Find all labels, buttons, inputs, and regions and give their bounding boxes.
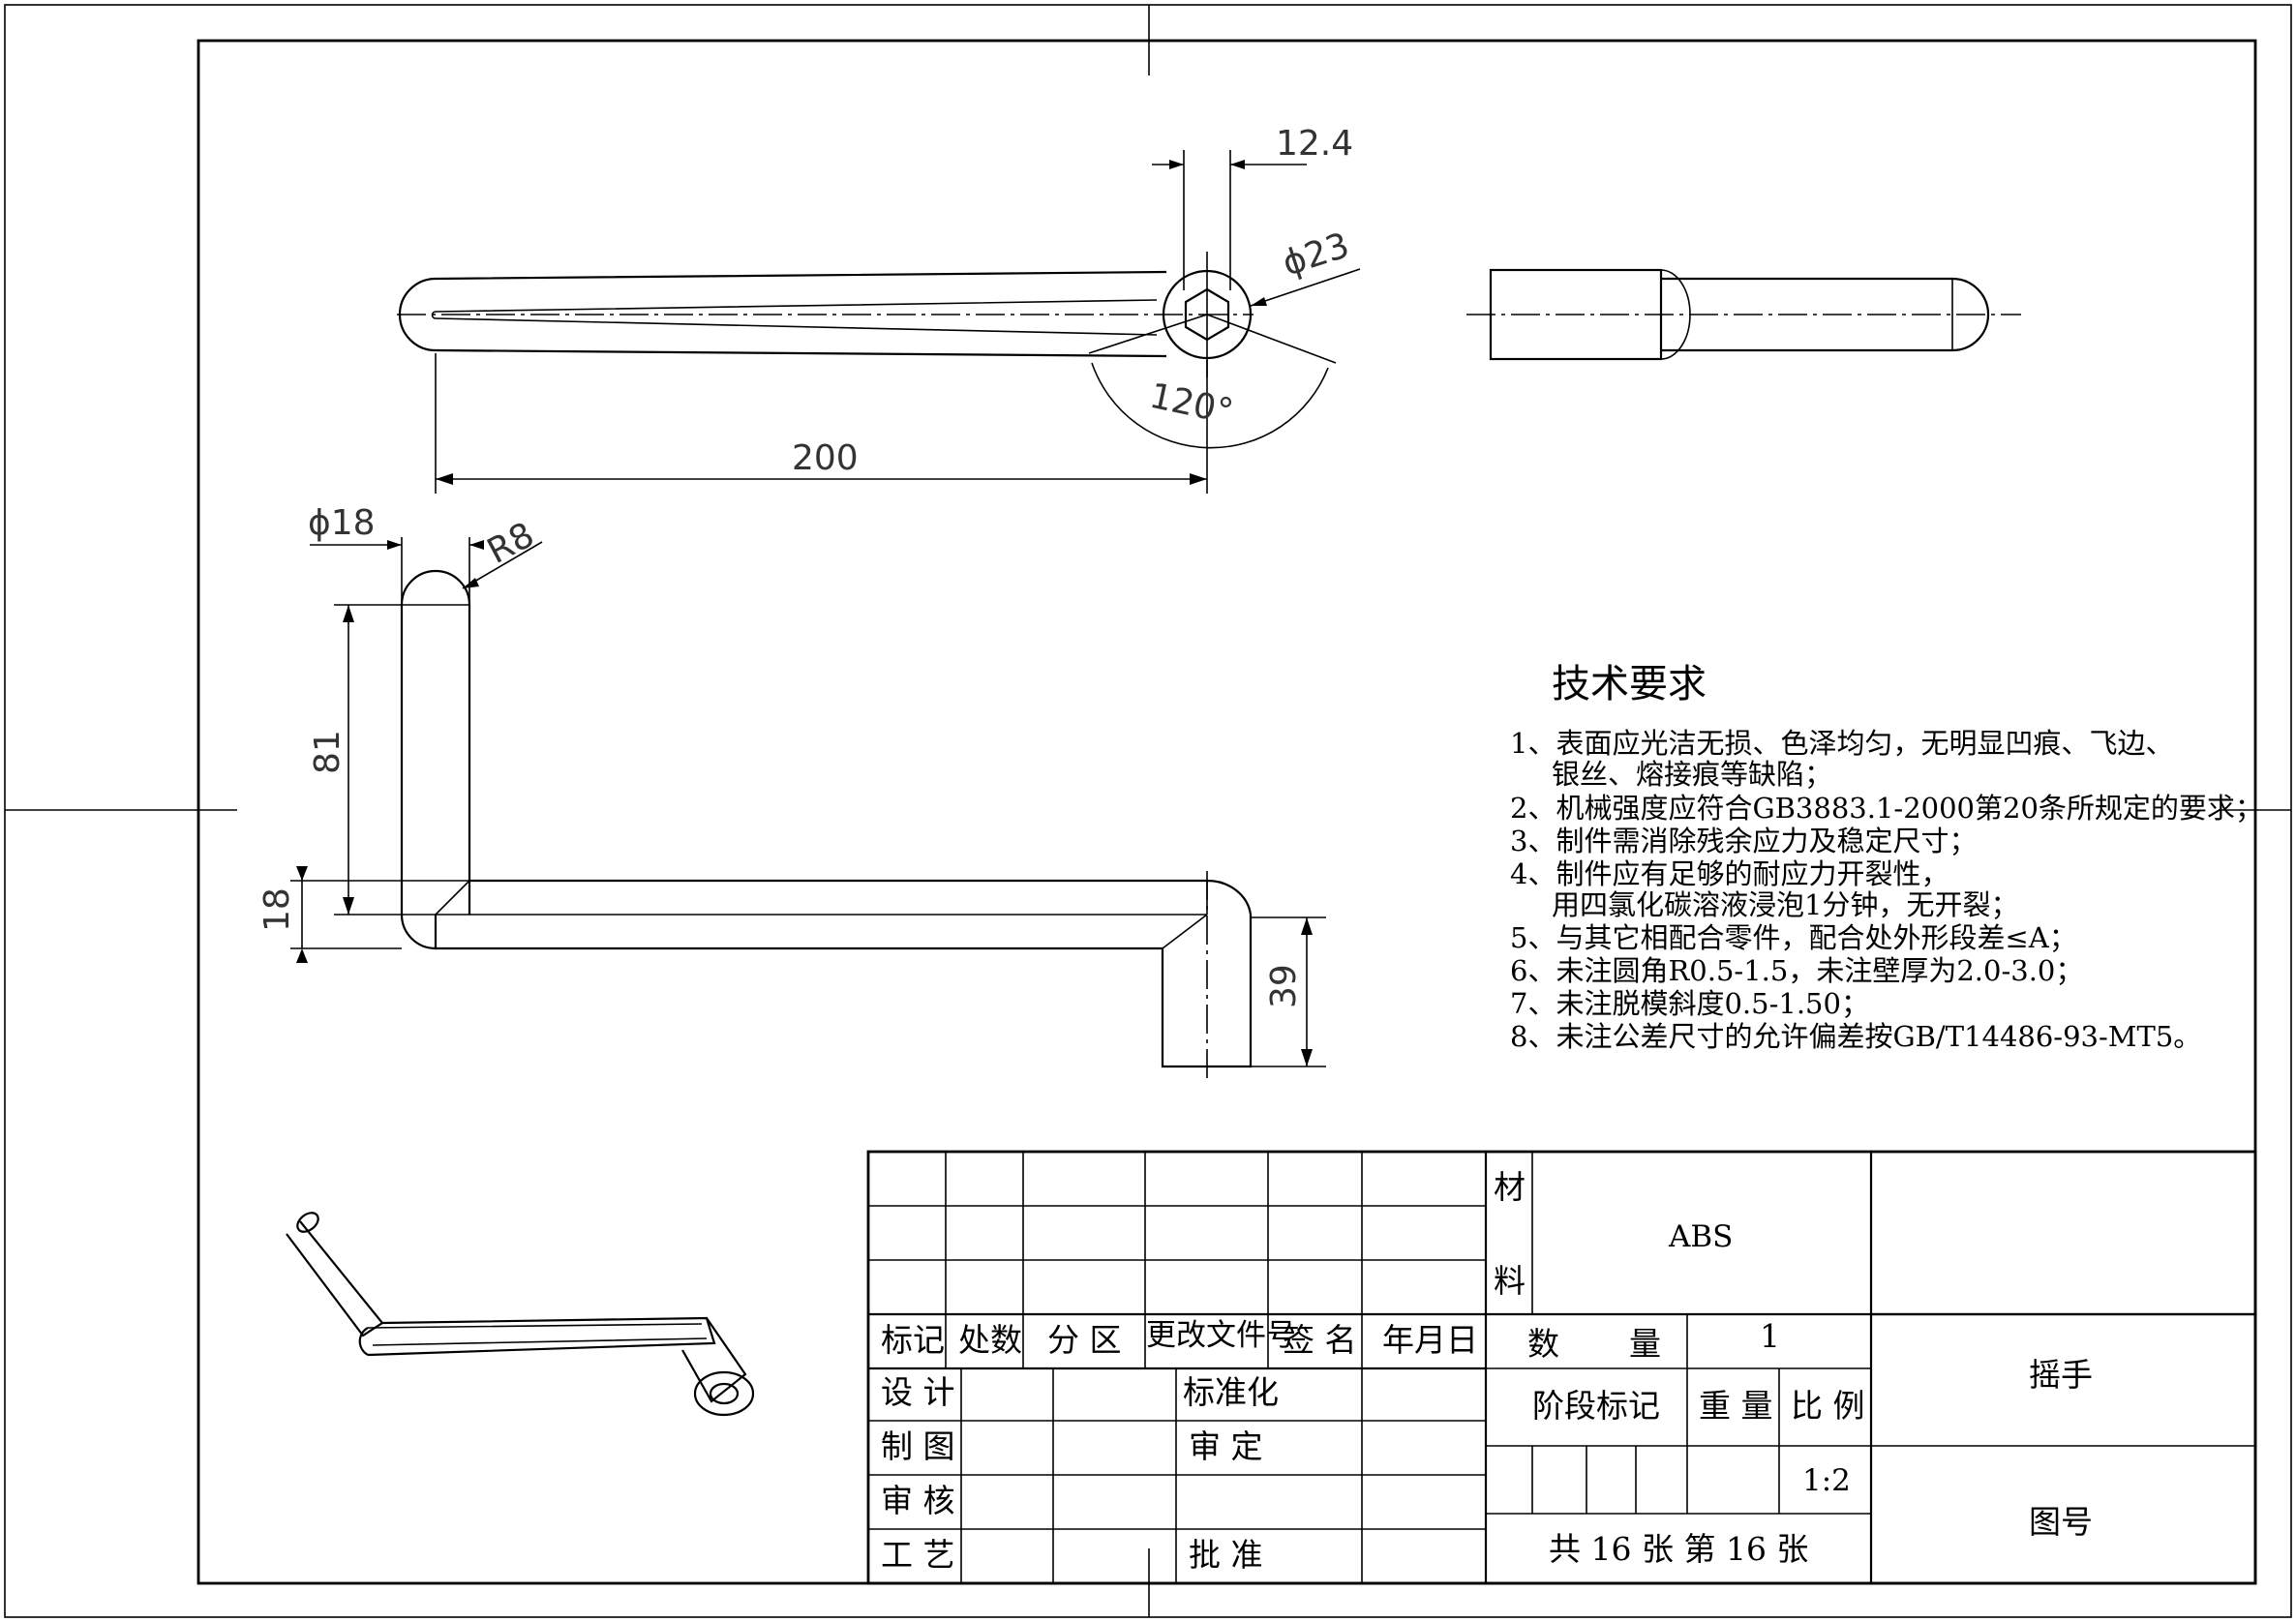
tb-zone: 分 区 xyxy=(1047,1321,1122,1359)
tech-line-5: 5、与其它相配合零件，配合处外形段差≤A； xyxy=(1510,921,2077,954)
tb-quantity-label-1: 数 xyxy=(1527,1325,1559,1363)
tb-part-name: 摇手 xyxy=(2029,1356,2093,1394)
tech-requirements: 1、表面应光洁无损、色泽均匀，无明显凹痕、飞边、 银丝、熔接痕等缺陷； 2、机械… xyxy=(1510,727,2263,1053)
tb-process: 工 艺 xyxy=(881,1536,955,1574)
dim-120-angle: 120° xyxy=(1146,376,1236,433)
tb-signature: 签 名 xyxy=(1283,1321,1357,1359)
dim-18: 18 xyxy=(257,887,297,932)
side-view-right xyxy=(1466,268,2021,361)
tb-count: 处数 xyxy=(958,1321,1022,1359)
tech-title: 技术要求 xyxy=(1552,662,1707,706)
tb-material-label-2: 料 xyxy=(1494,1262,1526,1300)
dim-200: 200 xyxy=(792,438,859,478)
tech-line-2: 2、机械强度应符合GB3883.1-2000第20条所规定的要求； xyxy=(1510,792,2263,825)
top-view xyxy=(397,150,1361,494)
tb-weight: 重 量 xyxy=(1699,1387,1773,1425)
tb-change-doc: 更改文件号 xyxy=(1146,1318,1296,1353)
tech-line-7: 7、未注脱模斜度0.5-1.50； xyxy=(1510,987,1869,1020)
tb-design: 设 计 xyxy=(881,1373,955,1411)
tb-quantity-label-2: 量 xyxy=(1629,1325,1661,1363)
tech-line-8: 8、未注公差尺寸的允许偏差按GB/T14486-93-MT5。 xyxy=(1510,1020,2201,1053)
title-block-grid xyxy=(866,1150,2257,1585)
dim-phi18: ϕ18 xyxy=(308,503,376,543)
tb-drawing: 制 图 xyxy=(881,1427,955,1465)
tech-line-1b: 银丝、熔接痕等缺陷； xyxy=(1552,758,1832,791)
tb-quantity: 1 xyxy=(1760,1317,1780,1355)
tb-scale-label: 比 例 xyxy=(1791,1387,1865,1425)
tech-line-4: 4、制件应有足够的耐应力开裂性， xyxy=(1510,857,1949,890)
tb-check: 审 核 xyxy=(881,1482,955,1519)
isometric-view xyxy=(286,1212,755,1417)
tb-marks: 标记 xyxy=(881,1321,945,1359)
tb-drawing-no: 图号 xyxy=(2029,1503,2093,1541)
dim-r8: R8 xyxy=(481,515,541,572)
tb-date: 年月日 xyxy=(1382,1321,1478,1359)
tb-scale: 1:2 xyxy=(1802,1463,1851,1498)
tb-sheets: 共 16 张 第 16 张 xyxy=(1549,1530,1808,1568)
tb-material-label-1: 材 xyxy=(1494,1168,1526,1206)
tb-review: 审 定 xyxy=(1189,1427,1263,1465)
front-view xyxy=(290,537,1326,1079)
tb-standardize: 标准化 xyxy=(1183,1373,1279,1411)
tb-approve: 批 准 xyxy=(1189,1536,1263,1574)
tech-line-1: 1、表面应光洁无损、色泽均匀，无明显凹痕、飞边、 xyxy=(1510,727,2173,760)
tech-line-6: 6、未注圆角R0.5-1.5，未注壁厚为2.0-3.0； xyxy=(1510,954,2083,987)
tb-stage-mark: 阶段标记 xyxy=(1532,1387,1660,1425)
tech-line-4b: 用四氯化碳溶液浸泡1分钟，无开裂； xyxy=(1552,888,2018,921)
dim-81: 81 xyxy=(308,730,347,774)
dim-12-4: 12.4 xyxy=(1276,124,1353,164)
tb-material: ABS xyxy=(1668,1219,1733,1254)
dim-39: 39 xyxy=(1264,964,1304,1008)
tech-line-3: 3、制件需消除残余应力及稳定尺寸； xyxy=(1510,825,1977,857)
